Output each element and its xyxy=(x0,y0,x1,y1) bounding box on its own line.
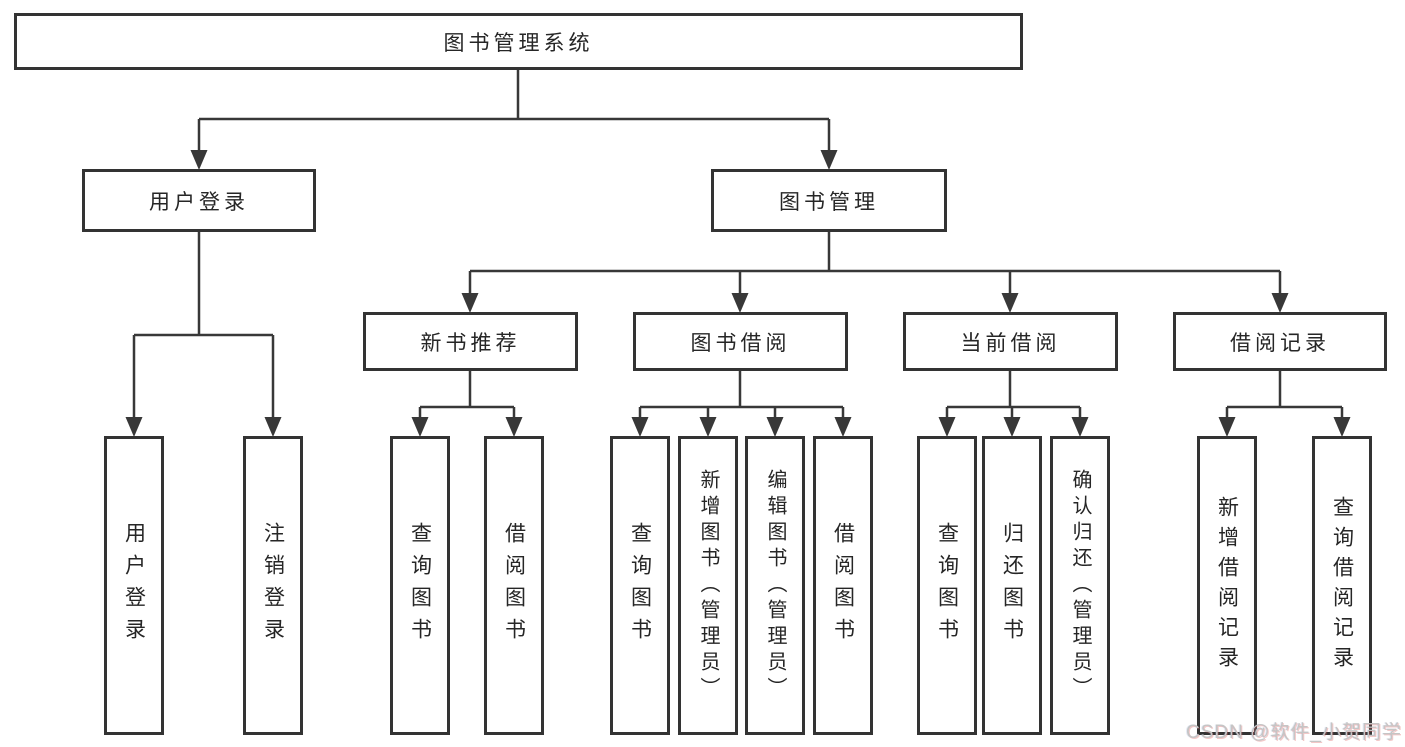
connector-bookmgmt-to-level3 xyxy=(468,232,1282,299)
node-query-books-current: 查询图书 xyxy=(917,436,977,735)
arrowhead-icon xyxy=(834,417,852,437)
arrowhead-icon xyxy=(1001,293,1019,313)
arrowhead-icon xyxy=(190,150,208,170)
node-label: 新增借阅记录 xyxy=(1215,495,1239,676)
node-borrowing-records: 借阅记录 xyxy=(1173,312,1387,371)
arrowhead-icon xyxy=(264,417,282,437)
arrowhead-icon xyxy=(1003,417,1021,437)
node-label: 查询借阅记录 xyxy=(1330,495,1354,676)
arrowhead-icon xyxy=(1218,417,1236,437)
node-book-borrowing: 图书借阅 xyxy=(633,312,848,371)
node-book-management-system: 图书管理系统 xyxy=(14,13,1023,70)
node-logout: 注销登录 xyxy=(243,436,303,735)
node-label: 图书管理系统 xyxy=(443,31,594,55)
arrowhead-icon xyxy=(938,417,956,437)
node-label: 确认归还（管理员） xyxy=(1069,468,1091,703)
arrowhead-icon xyxy=(461,293,479,313)
node-label: 归还图书 xyxy=(1000,521,1024,650)
node-label: 查询图书 xyxy=(408,521,432,650)
node-query-books-newbook: 查询图书 xyxy=(390,436,450,735)
node-user-login: 用户登录 xyxy=(82,169,316,232)
node-label: 图书管理 xyxy=(779,190,879,214)
node-add-book-admin: 新增图书（管理员） xyxy=(678,436,738,735)
node-user-login-leaf: 用户登录 xyxy=(104,436,164,735)
node-label: 查询图书 xyxy=(935,521,959,650)
arrowhead-icon xyxy=(1271,293,1289,313)
node-query-books-borrow: 查询图书 xyxy=(610,436,670,735)
connector-records-to-leaves xyxy=(1225,371,1344,423)
node-return-book: 归还图书 xyxy=(982,436,1042,735)
connector-userlogin-to-leaves xyxy=(132,232,275,423)
node-label: 图书借阅 xyxy=(690,331,791,355)
arrowhead-icon xyxy=(1071,417,1089,437)
node-label: 编辑图书（管理员） xyxy=(764,468,786,703)
node-label: 查询图书 xyxy=(628,521,652,650)
arrowhead-icon xyxy=(1333,417,1351,437)
arrowhead-icon xyxy=(699,417,717,437)
csdn-watermark: CSDN @软件_小贺同学 xyxy=(1186,722,1402,743)
arrowhead-icon xyxy=(731,293,749,313)
arrowhead-icon xyxy=(766,417,784,437)
node-label: 新书推荐 xyxy=(420,331,521,355)
node-new-book-recommend: 新书推荐 xyxy=(363,312,578,371)
node-add-borrow-record: 新增借阅记录 xyxy=(1197,436,1257,735)
connector-currentborrow-to-leaves xyxy=(945,371,1082,423)
connector-bookborrow-to-leaves xyxy=(638,371,845,423)
node-book-management: 图书管理 xyxy=(711,169,947,232)
node-label: 借阅图书 xyxy=(502,521,526,650)
node-label: 注销登录 xyxy=(261,521,285,650)
node-edit-book-admin: 编辑图书（管理员） xyxy=(745,436,805,735)
node-label: 新增图书（管理员） xyxy=(697,468,719,703)
arrowhead-icon xyxy=(631,417,649,437)
node-label: 用户登录 xyxy=(149,190,249,214)
node-borrow-books-borrow: 借阅图书 xyxy=(813,436,873,735)
arrowhead-icon xyxy=(820,150,838,170)
node-borrow-books-newbook: 借阅图书 xyxy=(484,436,544,735)
arrowhead-icon xyxy=(505,417,523,437)
node-current-borrowing: 当前借阅 xyxy=(903,312,1118,371)
node-query-borrow-record: 查询借阅记录 xyxy=(1312,436,1372,735)
node-label: 借阅图书 xyxy=(831,521,855,650)
arrowhead-icon xyxy=(125,417,143,437)
node-label: 借阅记录 xyxy=(1230,331,1330,355)
connector-newbook-to-leaves xyxy=(418,371,516,423)
node-confirm-return-admin: 确认归还（管理员） xyxy=(1050,436,1110,735)
arrowhead-icon xyxy=(411,417,429,437)
node-label: 当前借阅 xyxy=(960,331,1061,355)
node-label: 用户登录 xyxy=(122,521,146,650)
connector-root-to-level2 xyxy=(197,70,831,154)
